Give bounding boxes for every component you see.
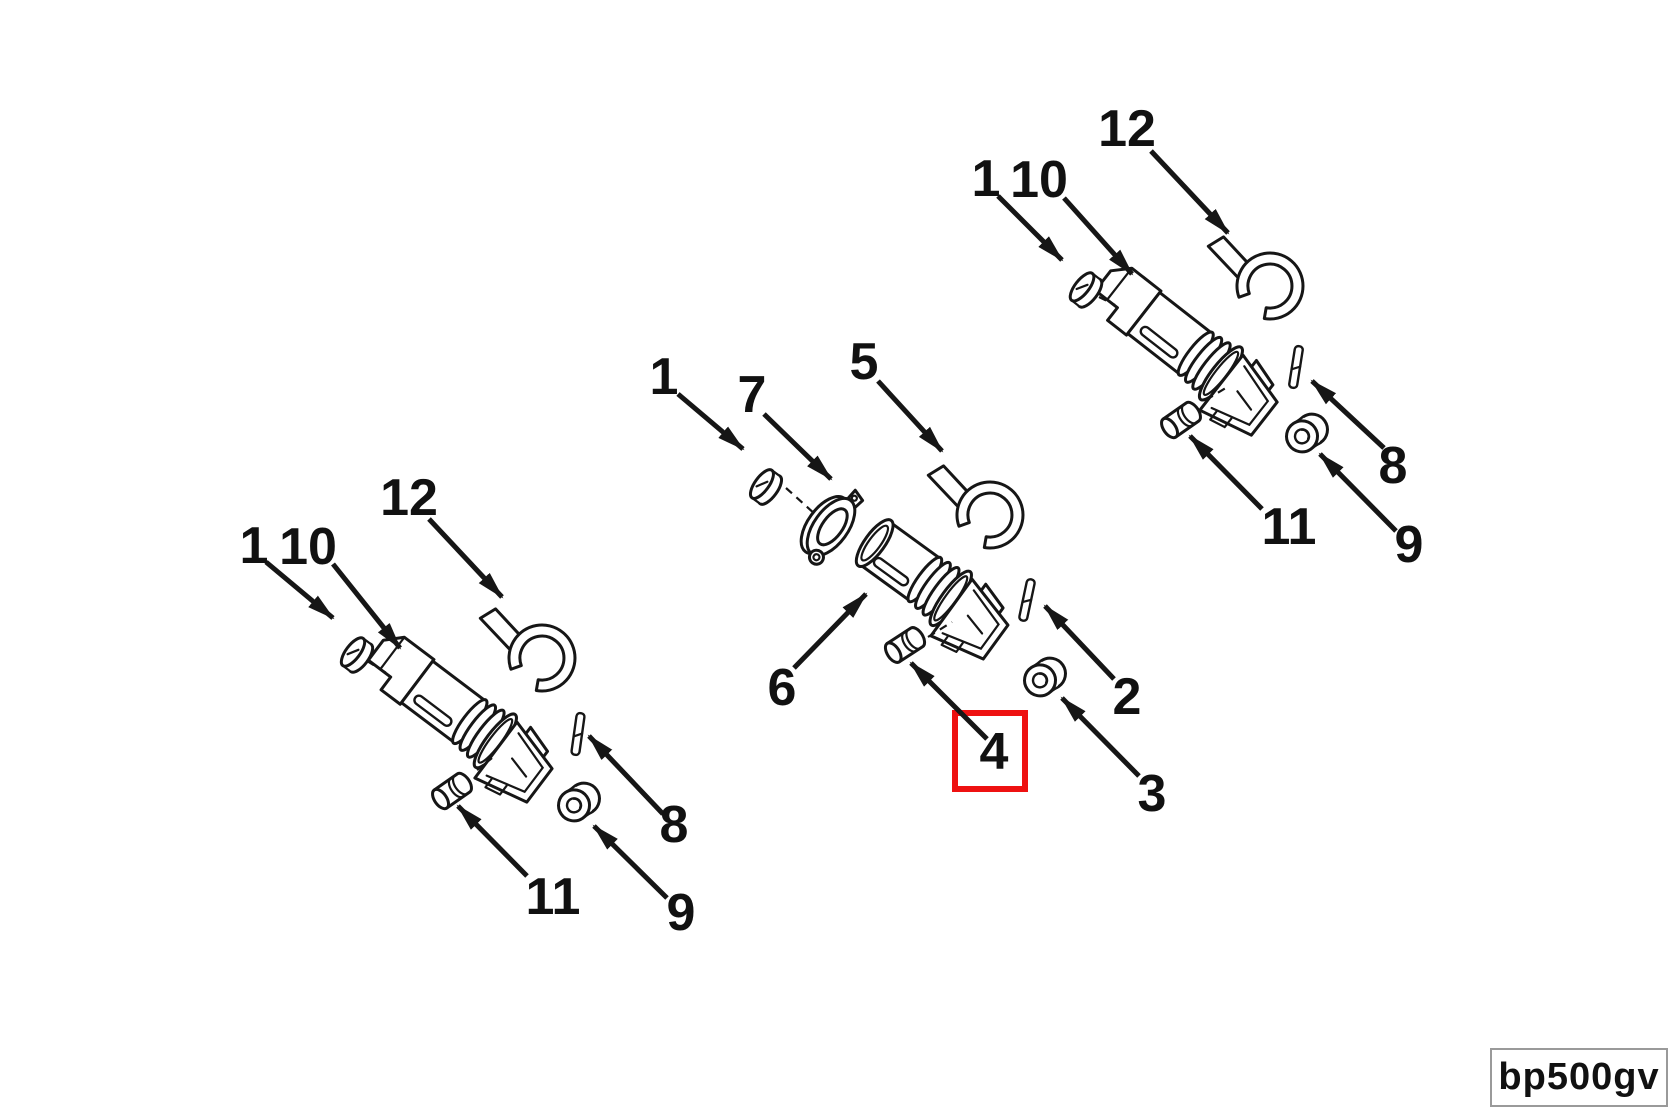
part-bushing [1279, 406, 1335, 460]
callout-number-9[interactable]: 9 [1395, 516, 1424, 574]
callout-upper-right-10: 10 [1010, 151, 1134, 276]
callout-arrow [996, 194, 1064, 262]
axis-dashed-line [785, 487, 817, 516]
callout-upper-right-9: 9 [1318, 452, 1424, 574]
callout-arrow [1062, 196, 1134, 276]
callout-arrow [792, 592, 868, 670]
callout-number-1[interactable]: 1 [240, 517, 269, 575]
assembly-upper-right [1064, 228, 1335, 460]
callout-arrow [1060, 696, 1141, 778]
callout-number-1[interactable]: 1 [650, 348, 679, 406]
figure-code: bp500gv [1498, 1056, 1660, 1098]
callout-arrow [1310, 379, 1386, 450]
callout-arrow [592, 824, 669, 900]
callout-arrow [676, 392, 745, 451]
figure-code-box: bp500gv [1490, 1048, 1668, 1107]
callout-number-11[interactable]: 11 [1262, 498, 1317, 556]
callout-lower-left-12: 12 [380, 469, 504, 599]
callout-number-2[interactable]: 2 [1113, 668, 1142, 726]
part-bushing [1017, 650, 1073, 704]
callout-center-6: 6 [768, 592, 868, 717]
axis-dashed-line [476, 757, 493, 771]
part-roller-pin [880, 623, 930, 667]
part-cap-disc [1064, 267, 1108, 313]
callout-upper-right-11: 11 [1188, 434, 1317, 556]
callout-number-8[interactable]: 8 [660, 796, 689, 854]
callout-number-7[interactable]: 7 [738, 366, 767, 424]
callout-arrow [587, 734, 665, 816]
callout-number-8[interactable]: 8 [1379, 437, 1408, 495]
callout-upper-right-1: 1 [972, 150, 1064, 262]
parts-layer [335, 228, 1335, 829]
callout-number-10[interactable]: 10 [279, 518, 337, 576]
callout-number-3[interactable]: 3 [1138, 765, 1167, 823]
callout-lower-left-11: 11 [456, 804, 581, 926]
callout-number-11[interactable]: 11 [526, 868, 581, 926]
callout-lower-left-1: 1 [240, 517, 335, 620]
callout-center-7: 7 [738, 366, 833, 481]
part-cap-disc [335, 632, 379, 678]
callout-upper-right-8: 8 [1310, 379, 1408, 495]
part-cap-disc [744, 464, 788, 510]
callout-number-4[interactable]: 4 [980, 723, 1009, 781]
callout-number-12[interactable]: 12 [1098, 100, 1156, 158]
callout-arrow [456, 804, 529, 878]
callout-center-4: 4 [909, 661, 1028, 792]
part-retainer-clip [1206, 228, 1308, 326]
callout-lower-left-8: 8 [587, 734, 689, 854]
callout-arrow [876, 379, 944, 453]
assembly-lower-left [335, 600, 607, 829]
axis-dashed-line [366, 660, 389, 675]
callout-center-3: 3 [1060, 696, 1167, 823]
part-lock-cylinder-open [839, 509, 1022, 672]
part-roll-pin [569, 711, 587, 757]
part-roll-pin [1287, 344, 1305, 390]
callout-arrow [762, 412, 833, 481]
callout-arrow [909, 661, 989, 741]
part-bushing [551, 775, 607, 829]
selected-callout-highlight-box [952, 710, 1028, 792]
callout-number-10[interactable]: 10 [1010, 151, 1068, 209]
callout-arrow [331, 562, 402, 650]
part-retainer-clip [926, 457, 1028, 555]
callout-arrow [1318, 452, 1398, 533]
part-roll-pin [1017, 577, 1037, 623]
callout-center-2: 2 [1043, 604, 1142, 726]
callout-number-5[interactable]: 5 [850, 333, 879, 391]
callout-arrow [1188, 434, 1264, 511]
axis-dashed-line [927, 621, 953, 638]
callout-number-1[interactable]: 1 [972, 150, 1001, 208]
part-roller-pin [1156, 398, 1206, 442]
callout-center-1: 1 [650, 348, 745, 451]
callout-number-6[interactable]: 6 [768, 659, 797, 717]
callout-upper-right-12: 12 [1098, 100, 1230, 235]
assembly-center-callouts: 1 7 5 6 4 2 3 [650, 333, 1167, 823]
callout-number-12[interactable]: 12 [380, 469, 438, 527]
callout-lower-left-10: 10 [279, 518, 402, 650]
axis-dashed-line [1098, 296, 1116, 306]
part-retainer-clip [478, 600, 580, 698]
assembly-center [744, 457, 1073, 704]
axis-dashed-line [1205, 385, 1230, 401]
callout-arrow [427, 517, 504, 599]
callout-arrow [1149, 149, 1230, 235]
callout-arrow [264, 560, 335, 620]
callout-number-9[interactable]: 9 [667, 884, 696, 942]
callout-center-5: 5 [850, 333, 944, 453]
callout-arrow [1043, 604, 1116, 681]
part-roller-pin [427, 769, 477, 813]
callout-lower-left-9: 9 [592, 824, 696, 942]
